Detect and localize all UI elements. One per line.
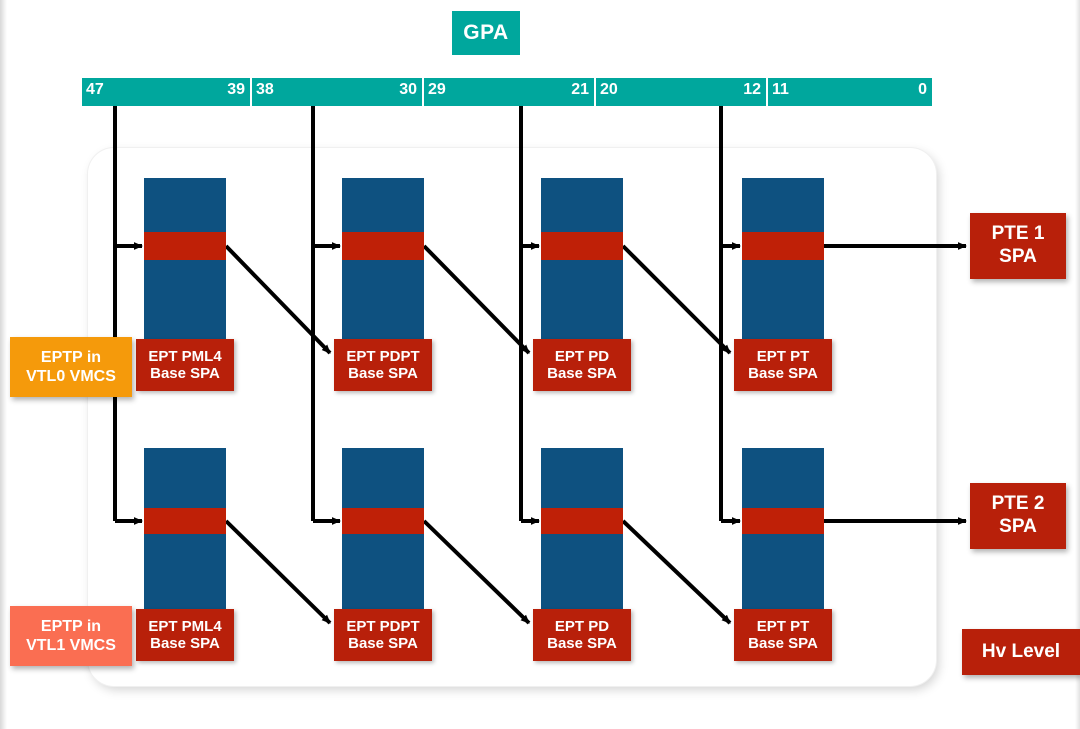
ept-table-1-0-lower — [144, 534, 226, 618]
ept-table-1-2-lower — [541, 534, 623, 618]
ept-selected-entry-0-2[interactable] — [541, 232, 623, 260]
ept-base-spa-line2: Base SPA — [348, 365, 418, 382]
ept-base-spa-line2: Base SPA — [150, 635, 220, 652]
ept-selected-entry-1-1[interactable] — [342, 508, 424, 534]
hv-level-label: Hv Level — [981, 641, 1061, 662]
bitfield-high-bit: 29 — [428, 81, 446, 98]
ept-table-1-1-lower — [342, 534, 424, 618]
ept-table-0-3-lower — [742, 260, 824, 346]
ept-base-spa-line1: EPT PD — [554, 617, 610, 635]
pte1-spa-box[interactable]: PTE 1 SPA — [970, 213, 1066, 279]
hv-level-badge[interactable]: Hv Level — [962, 629, 1080, 675]
ept-base-spa-line2: Base SPA — [547, 365, 617, 382]
ept-base-spa-line2: Base SPA — [348, 635, 418, 652]
ept-table-0-1-upper — [342, 178, 424, 232]
ept-selected-entry-1-3[interactable] — [742, 508, 824, 534]
pte2-line2: SPA — [999, 516, 1037, 537]
ept-selected-entry-0-1[interactable] — [342, 232, 424, 260]
ept-base-spa-line1: EPT PT — [756, 347, 810, 365]
pte2-line1: PTE 2 — [991, 493, 1045, 515]
ept-base-spa-line1: EPT PD — [554, 347, 610, 365]
ept-table-0-2-upper — [541, 178, 623, 232]
ept-table-1-1-upper — [342, 448, 424, 508]
bitfield-pml4-index: 47 39 — [82, 78, 252, 106]
eptp-vtl0-chip[interactable]: EPTP in VTL0 VMCS — [10, 337, 132, 397]
bitfield-low-bit: 21 — [571, 81, 589, 98]
ept-base-spa-line1: EPT PDPT — [346, 347, 420, 365]
ept-selected-entry-1-2[interactable] — [541, 508, 623, 534]
ept-base-spa-line2: Base SPA — [547, 635, 617, 652]
ept-table-1-3-upper — [742, 448, 824, 508]
ept-base-spa-line1: EPT PML4 — [148, 347, 222, 365]
ept-base-spa-line1: EPT PML4 — [148, 617, 222, 635]
bitfield-low-bit: 30 — [399, 81, 417, 98]
ept-table-0-0-upper — [144, 178, 226, 232]
pte1-line2: SPA — [999, 246, 1037, 267]
bitfield-high-bit: 20 — [600, 81, 618, 98]
bitfield-page-offset: 11 0 — [768, 78, 932, 106]
eptp-vtl0-line2: VTL0 VMCS — [26, 368, 116, 385]
bitfield-high-bit: 47 — [86, 81, 104, 98]
bitfield-pdpt-index: 38 30 — [252, 78, 424, 106]
bitfield-high-bit: 38 — [256, 81, 274, 98]
eptp-vtl1-line1: EPTP in — [40, 617, 102, 635]
ept-table-0-3-upper — [742, 178, 824, 232]
ept-table-0-0-lower — [144, 260, 226, 346]
ept-table-1-3-lower — [742, 534, 824, 618]
ept-table-0-2-lower — [541, 260, 623, 346]
slide-right-edge — [1075, 0, 1080, 729]
eptp-vtl1-line2: VTL1 VMCS — [26, 637, 116, 654]
ept-selected-entry-0-3[interactable] — [742, 232, 824, 260]
pte2-spa-box[interactable]: PTE 2 SPA — [970, 483, 1066, 549]
ept-table-1-2-upper — [541, 448, 623, 508]
bitfield-low-bit: 0 — [918, 81, 927, 98]
slide-left-edge — [0, 0, 7, 729]
ept-selected-entry-1-0[interactable] — [144, 508, 226, 534]
pte1-line1: PTE 1 — [991, 223, 1045, 245]
bitfield-high-bit: 11 — [772, 81, 789, 98]
bitfield-low-bit: 39 — [227, 81, 245, 98]
ept-base-spa-line2: Base SPA — [748, 635, 818, 652]
ept-base-spa-line1: EPT PDPT — [346, 617, 420, 635]
ept-base-spa-line2: Base SPA — [748, 365, 818, 382]
eptp-vtl1-chip[interactable]: EPTP in VTL1 VMCS — [10, 606, 132, 666]
gpa-title-chip: GPA — [452, 11, 520, 55]
ept-selected-entry-0-0[interactable] — [144, 232, 226, 260]
ept-base-spa-line2: Base SPA — [150, 365, 220, 382]
ept-table-0-1-lower — [342, 260, 424, 346]
eptp-vtl0-line1: EPTP in — [40, 348, 102, 366]
bitfield-low-bit: 12 — [743, 81, 761, 98]
bitfield-pd-index: 29 21 — [424, 78, 596, 106]
ept-base-spa-line1: EPT PT — [756, 617, 810, 635]
ept-table-1-0-upper — [144, 448, 226, 508]
